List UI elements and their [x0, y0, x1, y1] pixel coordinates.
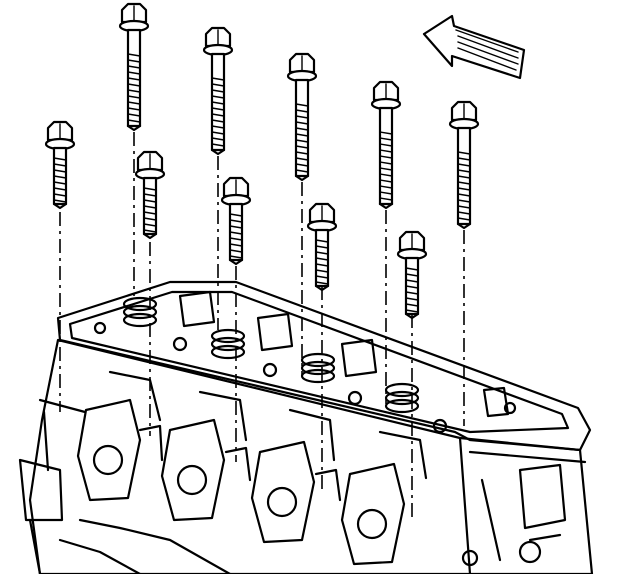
- valve-springs: [93, 296, 517, 434]
- head-bolt-10: [448, 100, 480, 230]
- head-bolt-3: [134, 150, 166, 240]
- bolt-center-lines: [59, 132, 465, 520]
- head-bolt-7: [306, 202, 338, 292]
- head-bolt-6: [286, 52, 318, 182]
- head-bolt-4: [202, 26, 234, 156]
- head-bolt-9: [396, 230, 428, 320]
- head-bolt-1: [44, 120, 76, 210]
- head-bolt-2: [118, 2, 150, 132]
- bolts: [44, 2, 480, 320]
- manifold-ears: [76, 398, 406, 566]
- head-bolt-5: [220, 176, 252, 266]
- front-direction-arrow-icon: [422, 14, 526, 80]
- head-bolt-8: [370, 80, 402, 210]
- cylinder-head: [18, 280, 594, 574]
